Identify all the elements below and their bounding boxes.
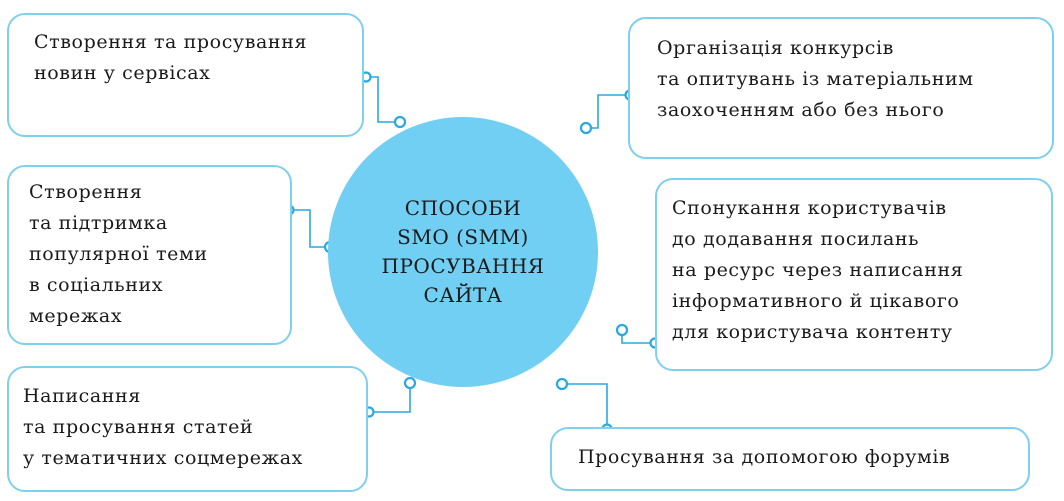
node-text-line: популярної теми	[29, 243, 208, 265]
node-text-line: новин у сервісах	[34, 62, 211, 84]
connector-dot	[555, 377, 569, 391]
connector-contests	[586, 94, 630, 129]
node-articles-promotion: Написання та просування статей у тематич…	[7, 366, 368, 492]
node-text-line: Створення	[29, 181, 143, 203]
node-text-line: Створення та просування	[34, 31, 308, 53]
node-text-line: Спонукання користувачів	[672, 197, 947, 219]
node-text-line: мережах	[29, 305, 123, 327]
connector-news	[366, 76, 400, 123]
connector-dot	[579, 121, 593, 135]
node-text-line: Написання	[23, 385, 141, 407]
connector-dot	[615, 323, 629, 337]
node-text-line: та опитувань із матеріальним	[657, 68, 974, 90]
connector-dot	[393, 115, 407, 129]
node-text-line: Організація конкурсів	[657, 37, 894, 59]
connector-topic	[289, 209, 330, 248]
node-news-promotion: Створення та просування новин у сервісах	[7, 13, 364, 137]
node-text-line: до додавання посилань	[672, 228, 920, 250]
node-backlinks-content: Спонукання користувачів до додавання пос…	[655, 178, 1053, 371]
node-text-line: та підтримка	[29, 212, 168, 234]
central-topic-line: САЙТА	[423, 283, 503, 307]
connector-forums	[562, 383, 608, 429]
node-text-line: Просування за допомогою форумів	[578, 446, 951, 468]
central-topic-line: СПОСОБИ	[404, 196, 522, 220]
node-popular-topic: Створення та підтримка популярної теми в…	[7, 165, 292, 345]
central-topic-line: ПРОСУВАННЯ	[381, 254, 545, 278]
connector-dot	[403, 376, 417, 390]
node-text-line: заохоченням або без нього	[657, 99, 945, 121]
node-forums-promotion: Просування за допомогою форумів	[550, 427, 1030, 491]
node-text-line: інформативного й цікавого	[672, 290, 960, 312]
node-text-line: в соціальних	[29, 274, 164, 296]
node-contests-polls: Організація конкурсів та опитувань із ма…	[628, 17, 1054, 159]
central-topic-circle: СПОСОБИ SMO (SMM) ПРОСУВАННЯ САЙТА	[328, 117, 598, 387]
node-text-line: та просування статей	[23, 416, 254, 438]
node-text-line: на ресурс через написання	[672, 259, 964, 281]
node-text-line: для користувача контенту	[672, 321, 953, 343]
node-text-line: у тематичних соцмережах	[23, 447, 303, 469]
central-topic-line: SMO (SMM)	[397, 225, 529, 249]
connector-articles	[369, 383, 411, 413]
